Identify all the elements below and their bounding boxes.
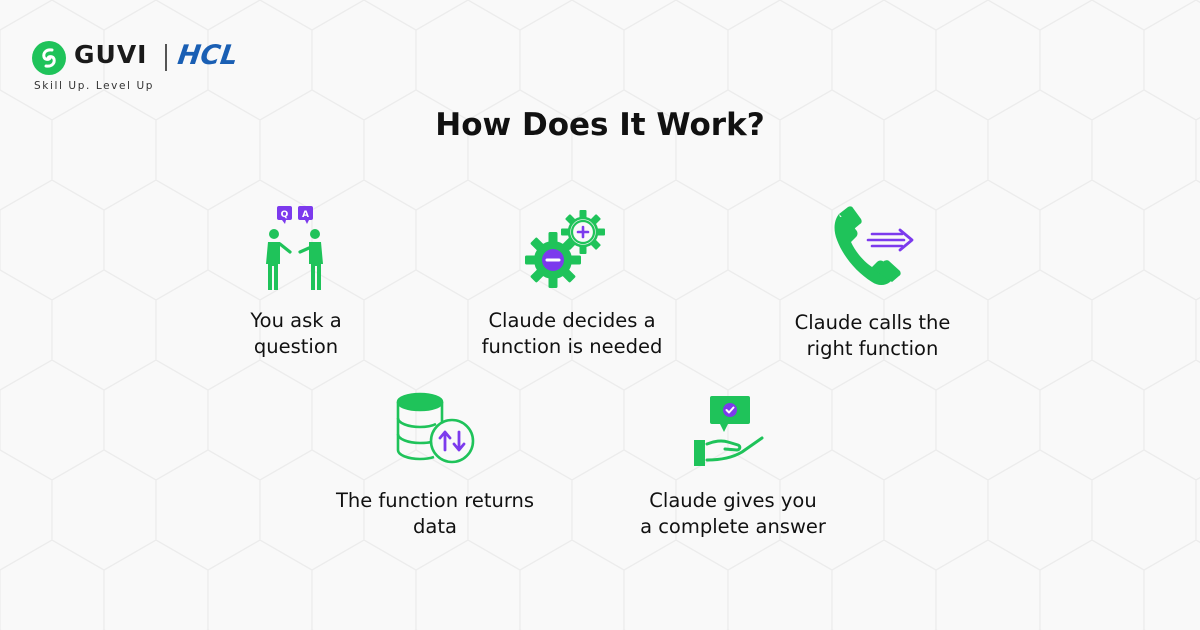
page-title: How Does It Work? — [435, 107, 765, 143]
step-call-function: Claude calls the right function — [760, 200, 985, 362]
badge-q: Q — [281, 210, 289, 220]
brand-separator — [165, 44, 167, 71]
guvi-logo-icon — [32, 41, 66, 75]
step-function-returns-data: The function returns data — [320, 390, 550, 540]
step-label: Claude gives you a complete answer — [640, 489, 826, 538]
brand-logo: GUVI HCL Skill Up. Level Up — [32, 38, 332, 98]
hand-check-message-icon — [694, 396, 764, 466]
step-label: You ask a question — [250, 309, 342, 358]
step-label: The function returns data — [335, 489, 535, 538]
badge-a: A — [302, 210, 309, 220]
step-label: Claude decides a function is needed — [481, 309, 663, 358]
question-badge-text: Q A — [281, 210, 309, 220]
step-decide-function: Claude decides a function is needed — [457, 200, 687, 360]
database-sync-icon — [396, 392, 475, 464]
step-ask-question: Q A You ask a question — [196, 200, 396, 360]
phone-call-arrow-icon — [834, 206, 914, 285]
gears-plus-minus-icon — [525, 210, 605, 288]
step-complete-answer: Claude gives you a complete answer — [618, 390, 848, 540]
step-label: Claude calls the right function — [794, 311, 951, 360]
question-answer-people-icon — [266, 206, 323, 290]
partner-name: HCL — [175, 40, 240, 71]
brand-name: GUVI — [74, 40, 148, 69]
brand-tagline: Skill Up. Level Up — [34, 80, 155, 92]
